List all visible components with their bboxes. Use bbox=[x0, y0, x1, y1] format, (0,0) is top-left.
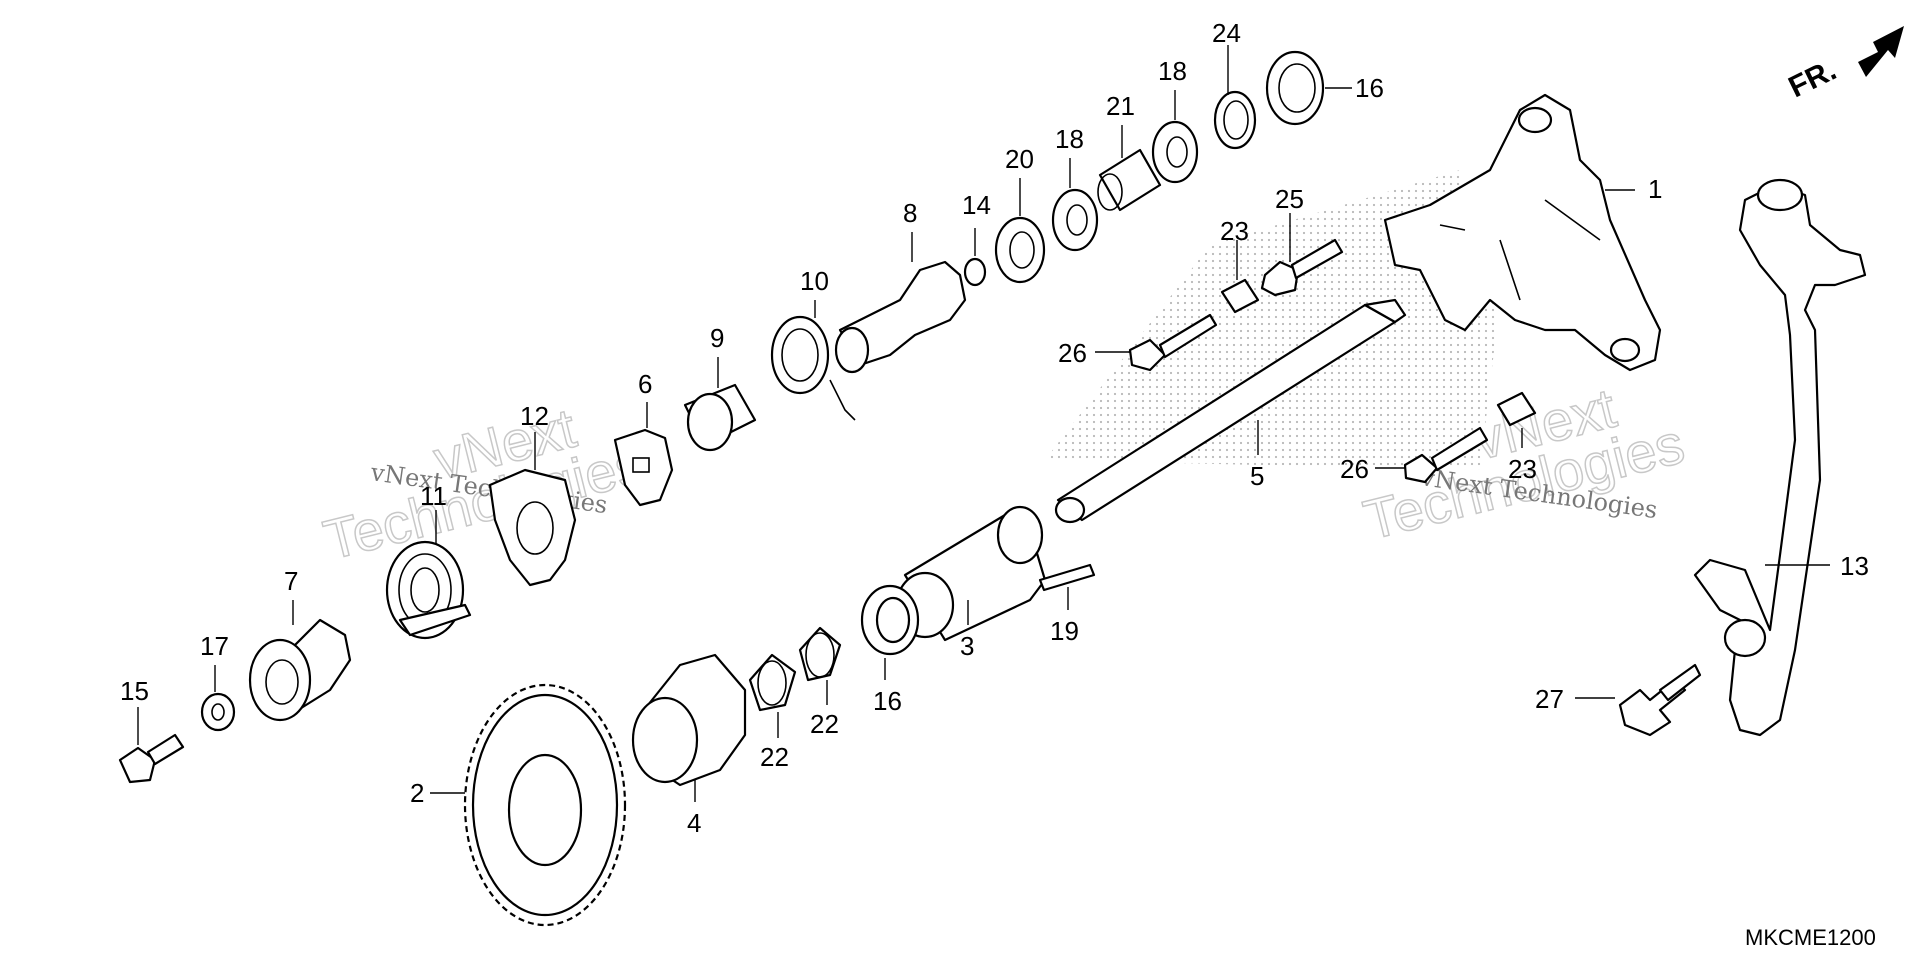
callout-3: 3 bbox=[960, 631, 974, 661]
part-13-shift-arm bbox=[1693, 178, 1867, 737]
callout-11: 11 bbox=[420, 481, 447, 511]
callout-23-lower: 23 bbox=[1508, 454, 1537, 484]
watermark-logo bbox=[1045, 170, 1500, 470]
callout-2: 2 bbox=[410, 778, 424, 808]
part-26-bolt-lower bbox=[1403, 426, 1489, 484]
callout-19: 19 bbox=[1050, 616, 1079, 646]
callout-17: 17 bbox=[200, 631, 229, 661]
part-14-oring bbox=[963, 257, 987, 287]
part-3-sleeve bbox=[895, 505, 1047, 642]
part-8-spindle bbox=[834, 260, 967, 374]
part-16-washer-upper bbox=[1265, 50, 1325, 126]
callout-1: 1 bbox=[1648, 174, 1662, 204]
part-25-bolt bbox=[1260, 238, 1344, 297]
part-4-hub bbox=[631, 653, 747, 787]
part-27-bolt bbox=[1618, 663, 1702, 737]
part-7-bushing bbox=[248, 618, 352, 722]
callout-9: 9 bbox=[710, 323, 724, 353]
callout-26-upper: 26 bbox=[1058, 338, 1087, 368]
callout-6: 6 bbox=[638, 369, 652, 399]
part-12-plate bbox=[488, 468, 577, 587]
front-arrow-icon bbox=[1858, 26, 1904, 77]
callout-21: 21 bbox=[1106, 91, 1135, 121]
part-19-pin bbox=[1038, 563, 1096, 592]
callout-labels: 1 2 3 4 5 6 7 8 9 10 11 13 12 14 15 16 1 bbox=[120, 18, 1869, 838]
part-15-bolt bbox=[118, 733, 185, 784]
part-23-pin-lower bbox=[1496, 391, 1537, 427]
part-9-collar bbox=[683, 383, 757, 452]
part-1-housing bbox=[1383, 93, 1662, 372]
diagram-code: MKCME1200 bbox=[1745, 925, 1876, 950]
callout-15: 15 bbox=[120, 676, 149, 706]
part-24-circlip bbox=[1213, 90, 1257, 150]
part-17-washer bbox=[200, 692, 236, 732]
callout-18-lower: 18 bbox=[1055, 124, 1084, 154]
part-2-gear bbox=[463, 683, 627, 927]
part-20-seal bbox=[994, 216, 1046, 284]
callout-26-lower: 26 bbox=[1340, 454, 1369, 484]
callout-25: 25 bbox=[1275, 184, 1304, 214]
part-18-washer-lower bbox=[1051, 188, 1099, 252]
callout-10: 10 bbox=[800, 266, 829, 296]
callout-14: 14 bbox=[962, 190, 991, 220]
callout-18-upper: 18 bbox=[1158, 56, 1187, 86]
callout-13: 13 bbox=[1840, 551, 1869, 581]
part-11-spring bbox=[385, 540, 472, 640]
callout-16-lower: 16 bbox=[873, 686, 902, 716]
part-18-washer-upper bbox=[1151, 120, 1199, 184]
front-direction-indicator: FR. bbox=[1784, 26, 1904, 104]
callout-7: 7 bbox=[284, 566, 298, 596]
callout-8: 8 bbox=[903, 198, 917, 228]
callout-5: 5 bbox=[1250, 461, 1264, 491]
callout-22-left: 22 bbox=[760, 742, 789, 772]
callout-22-right: 22 bbox=[810, 709, 839, 739]
part-10-spring bbox=[770, 315, 856, 421]
callout-16-upper: 16 bbox=[1355, 73, 1384, 103]
part-26-bolt-upper bbox=[1128, 313, 1218, 372]
callout-24: 24 bbox=[1212, 18, 1241, 48]
callout-23-upper: 23 bbox=[1220, 216, 1249, 246]
front-label: FR. bbox=[1784, 53, 1842, 104]
part-22-bearing-right bbox=[798, 626, 842, 682]
callout-27: 27 bbox=[1535, 684, 1564, 714]
part-21-bearing bbox=[1097, 148, 1162, 212]
callout-4: 4 bbox=[687, 808, 701, 838]
part-6-stopper bbox=[613, 428, 674, 507]
watermark-left: vNext Technologies vNext Technologies bbox=[317, 395, 651, 572]
part-5-shaft bbox=[1054, 298, 1407, 524]
part-23-pin-upper bbox=[1220, 278, 1260, 314]
part-22-bearing-left bbox=[748, 653, 797, 712]
callout-20: 20 bbox=[1005, 144, 1034, 174]
part-16-washer-lower bbox=[860, 584, 920, 656]
callout-12: 12 bbox=[520, 401, 549, 431]
